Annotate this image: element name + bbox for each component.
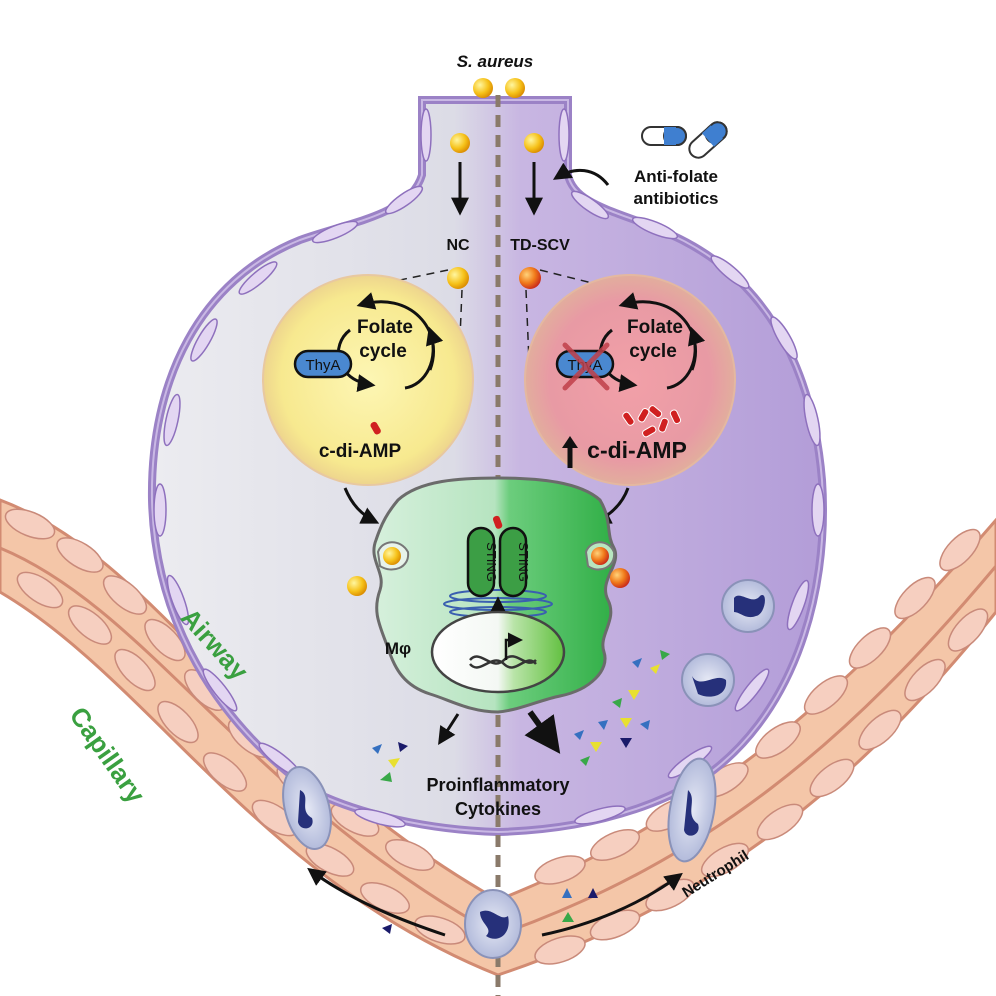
- nc-folate-label-1: Folate: [357, 317, 413, 338]
- nucleus: [430, 610, 566, 694]
- td-folate-label-2: cycle: [629, 341, 677, 362]
- nc-folate-label-2: cycle: [359, 341, 407, 362]
- alveolus: [147, 96, 827, 837]
- cytokines-label-2: Cytokines: [455, 799, 541, 819]
- capillary-label: Capillary: [64, 701, 152, 809]
- antibiotic-label-1: Anti-folate: [634, 167, 718, 186]
- organism-label: S. aureus: [457, 52, 534, 71]
- nc-cdiamp-molecule: [370, 421, 381, 435]
- td-scv-label: TD-SCV: [510, 237, 570, 254]
- td-cdiamp-molecules: [622, 405, 682, 438]
- sting-label-left: STING: [484, 542, 499, 582]
- cytokines-left: [372, 742, 408, 782]
- s-aureus-bacteria: [450, 78, 544, 153]
- macrophage-label: Mφ: [385, 639, 411, 658]
- cytokines-right: [574, 650, 670, 766]
- td-scv-bacterium-zoom: [524, 274, 736, 486]
- thya-inhibited-cross-icon: [562, 342, 610, 391]
- sting-label-right: STING: [516, 542, 531, 582]
- nc-thya-enzyme: ThyA: [293, 349, 353, 379]
- phagosomes: [347, 541, 630, 596]
- neutrophils: [282, 579, 775, 959]
- neutrophil-transmigrating-left: [282, 766, 332, 850]
- nc-label: NC: [446, 237, 470, 254]
- sting-dimer: [466, 515, 528, 598]
- td-scv-bacterium: [519, 267, 541, 289]
- up-arrow-icon: [562, 436, 578, 468]
- antibiotic-arrow: [552, 162, 610, 186]
- td-cdiamp-label: c-di-AMP: [587, 437, 687, 463]
- capsule-icon: [641, 121, 728, 159]
- neutrophil-alveolus-2: [681, 653, 735, 707]
- td-folate-label-1: Folate: [627, 317, 683, 338]
- neutrophil-capillary: [464, 889, 522, 959]
- secretion-arrows: [438, 710, 561, 754]
- down-arrows: [451, 162, 543, 216]
- cytokines-label-1: Proinflammatory: [426, 775, 569, 795]
- nc-bacterium: [447, 267, 469, 289]
- neutrophil-alveolus-1: [721, 579, 775, 633]
- neutrophil-transmigrating-right: [667, 757, 717, 863]
- cytokines-capillary: [382, 888, 598, 934]
- nc-thya-label: ThyA: [305, 357, 340, 374]
- flow-arrows: [307, 867, 683, 937]
- antibiotic-label-2: antibiotics: [633, 189, 718, 208]
- nc-cdiamp-label: c-di-AMP: [319, 441, 402, 462]
